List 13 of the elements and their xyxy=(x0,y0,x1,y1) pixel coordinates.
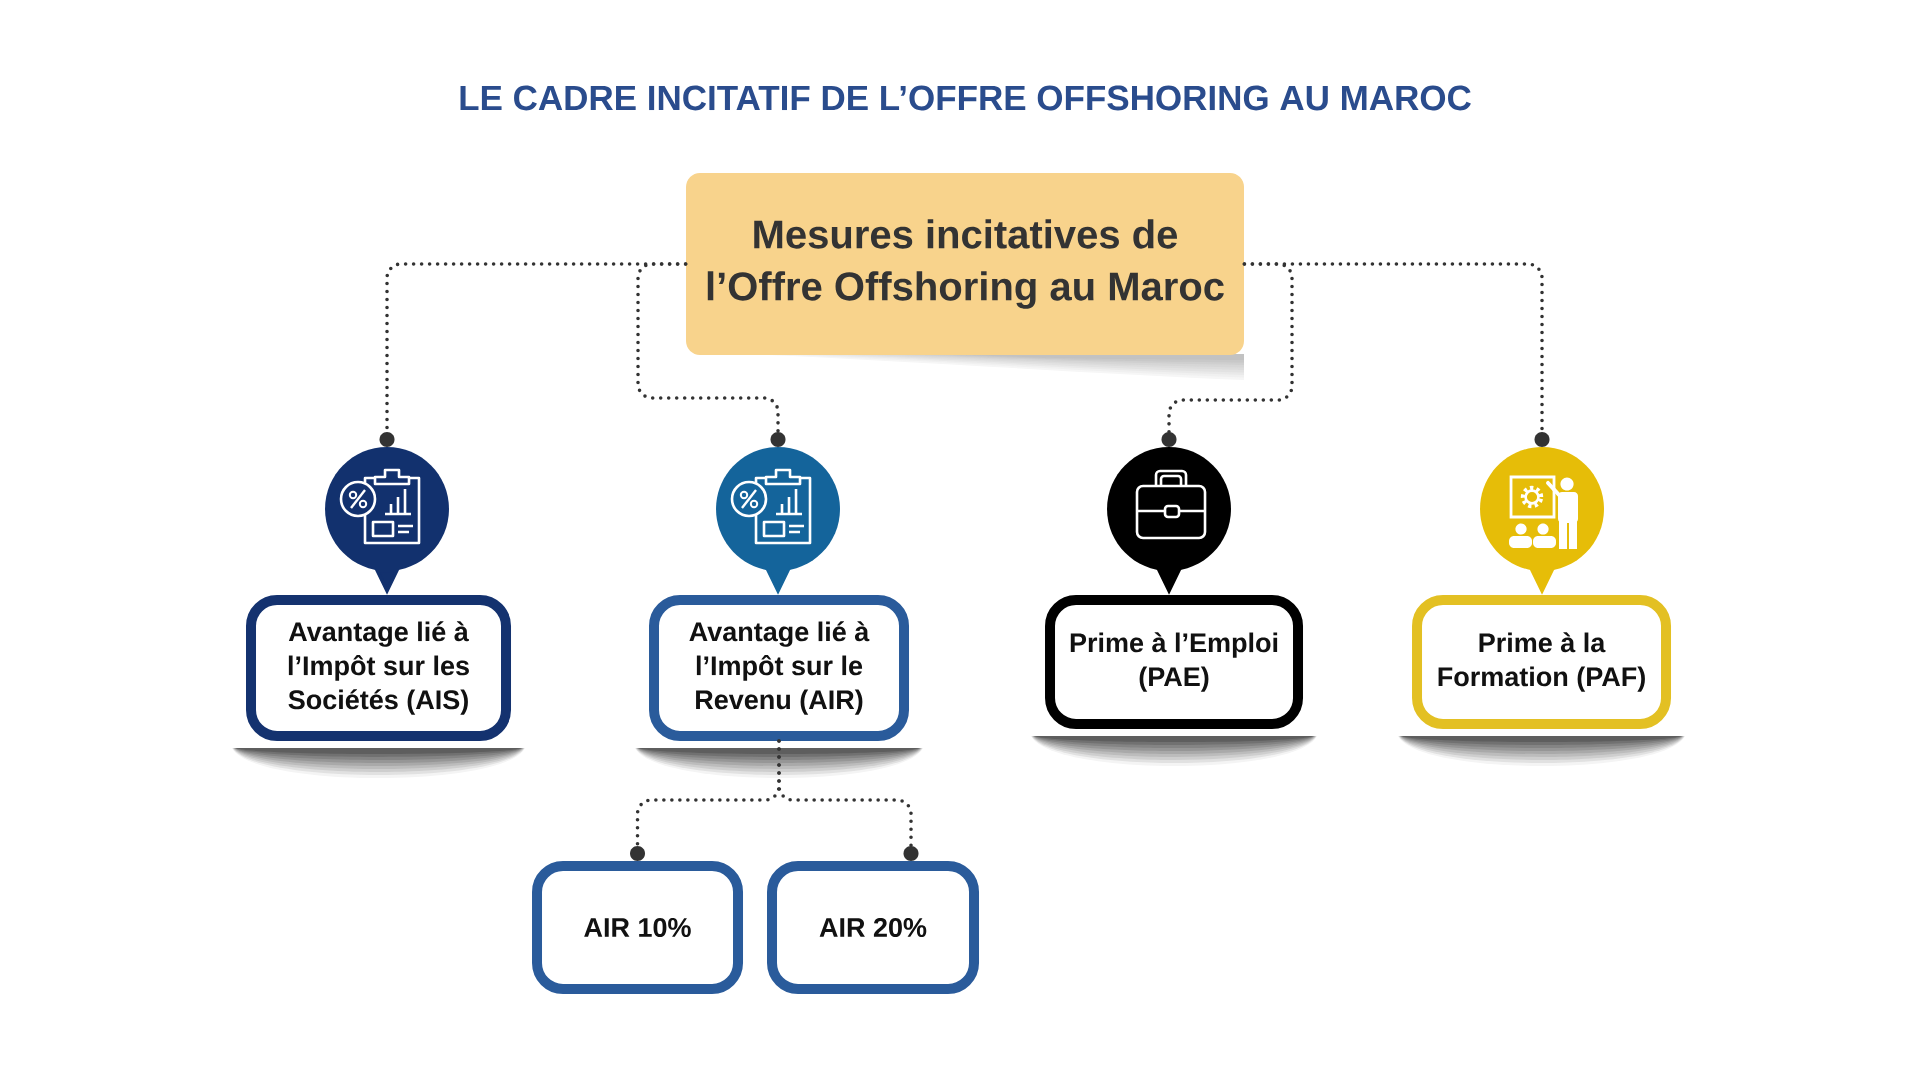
rounded-box: Avantage lié à l’Impôt sur les Sociétés (AIS) xyxy=(246,595,511,741)
rounded-box: Prime à la Formation (PAF) xyxy=(1412,595,1671,729)
pin-marker xyxy=(1107,447,1231,571)
dotted-connector xyxy=(1242,262,1550,447)
rounded-box: AIR 20% xyxy=(767,861,979,994)
dotted-connector xyxy=(777,739,919,861)
title: LE CADRE INCITATIF DE L’OFFRE OFFSHORING AU MAROC xyxy=(460,85,1471,111)
rounded-box: Prime à l’Emploi (PAE) xyxy=(1045,595,1303,729)
rounded-box: AIR 10% xyxy=(532,861,743,994)
dotted-connector xyxy=(1161,262,1294,447)
dotted-connector xyxy=(636,262,786,447)
header-box: Mesures incitatives de l’Offre Offshoring au Maroc xyxy=(686,173,1244,355)
rounded-box: Avantage lié à l’Impôt sur le Revenu (AIR) xyxy=(649,595,909,741)
